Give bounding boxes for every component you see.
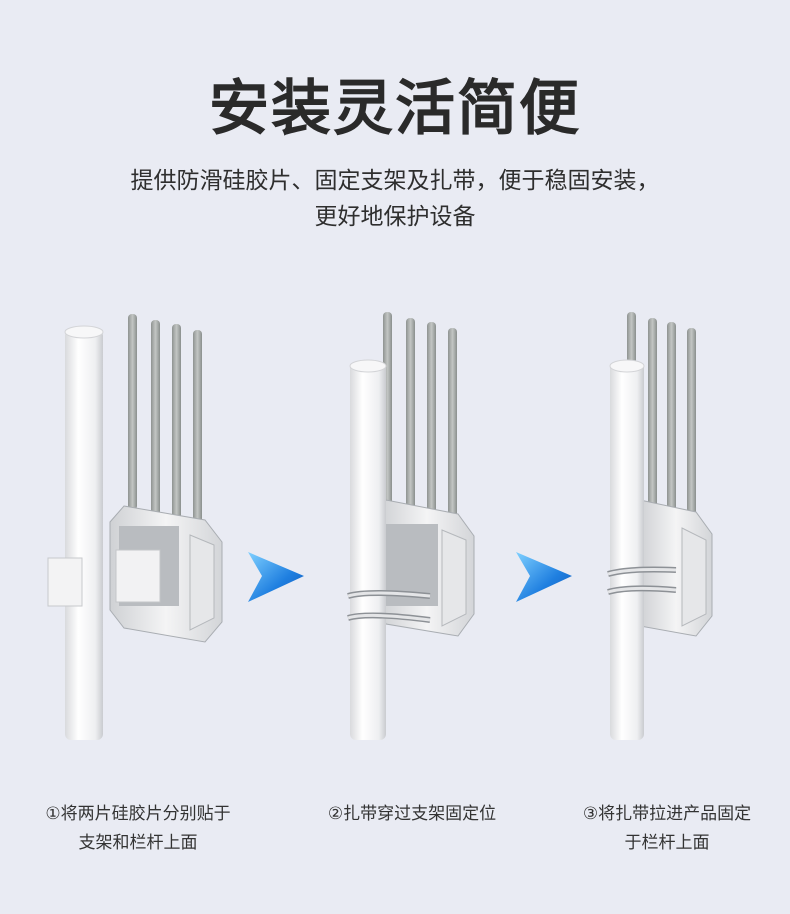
subtitle-line-1: 提供防滑硅胶片、固定支架及扎带，便于稳固安装， (130, 168, 660, 194)
router-device-icon (379, 499, 475, 637)
page-title: 安装灵活简便 (209, 74, 581, 144)
step-2-line-1: ②扎带穿过支架固定位 (327, 804, 497, 824)
silicone-pad-icon (47, 557, 83, 607)
router-device-icon (109, 505, 223, 643)
pole-icon (609, 359, 645, 740)
step-2-caption: ②扎带穿过支架固定位 (306, 800, 518, 829)
step-3-line-1: ③将扎带拉进产品固定 (582, 804, 752, 824)
antenna-icon (128, 314, 202, 526)
next-arrow-icon (516, 552, 572, 602)
step1-illustration (47, 314, 223, 740)
step-1-caption: ①将两片硅胶片分别贴于 支架和栏杆上面 (22, 800, 254, 858)
pole-icon (64, 325, 104, 740)
step-1-line-1: ①将两片硅胶片分别贴于 (45, 804, 231, 824)
antenna-icon (383, 312, 457, 524)
installation-illustration (47, 312, 713, 740)
pole-icon (349, 359, 387, 740)
cable-tie-icon (347, 590, 431, 623)
step-3-caption: ③将扎带拉进产品固定 于栏杆上面 (562, 800, 772, 858)
page-subtitle: 提供防滑硅胶片、固定支架及扎带，便于稳固安装， 更好地保护设备 (0, 163, 790, 235)
next-arrow-icon (248, 552, 304, 602)
step-1-line-2: 支架和栏杆上面 (78, 833, 198, 853)
step-3-line-2: 于栏杆上面 (624, 833, 710, 853)
step2-illustration (347, 312, 475, 740)
subtitle-line-2: 更好地保护设备 (314, 204, 476, 230)
cable-tie-icon (607, 566, 677, 595)
step3-illustration (607, 312, 713, 740)
